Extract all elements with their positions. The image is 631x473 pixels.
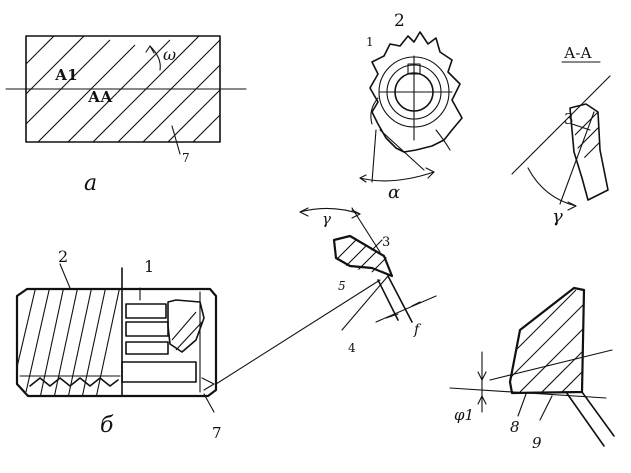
part-7-label-a: 7 [182,151,190,165]
section-title: А-А [564,44,592,62]
cutter-outline [369,31,463,153]
leader-9 [539,395,553,421]
gamma-tooth-arrow-left [299,207,309,217]
f-dimension-line [375,295,437,323]
f-arrow-left [385,313,399,319]
view-b-number-7: 7 [212,424,222,442]
tooth-number-3: 3 [382,235,390,250]
cutter-end-view: α 1 2 [359,11,463,203]
gamma-arrow-section [567,201,577,211]
zone-a1-label: А1 [55,66,78,84]
zone-aa-label: АА [88,88,113,106]
gamma-tooth-arrow-right [351,209,361,219]
corner-base-line [449,387,607,399]
view-b-number-2: 2 [58,247,68,266]
gamma-tooth-arc [299,207,361,215]
alpha-arrow-right [425,167,435,179]
view-b-insert-hatch-1 [171,311,197,341]
corner-flank-2 [581,391,615,437]
tooth-gamma-label: γ [322,210,331,228]
tooth-f-label: f [413,322,422,338]
section-tooth-outline [569,103,609,201]
tooth-number-4: 4 [348,341,356,355]
leader-7-a [171,125,181,155]
gamma-arc-section [527,167,577,207]
phi1-arrow-bottom [477,395,487,405]
view-a-hatching [26,36,220,142]
cutter-number-1: 1 [366,35,374,49]
leader-3-tooth [371,239,383,251]
view-b-number-1: 1 [144,257,154,276]
omega-arc [149,45,161,71]
view-b-slot-2 [125,321,169,337]
cutter-tooth-left [370,97,379,125]
section-rake-line [559,111,595,205]
alpha-line-2 [379,129,425,171]
view-b-outline [15,287,218,398]
view-b-insert [167,299,205,353]
section-a-a: А-А γ 3 [511,44,611,227]
tooth-detail: 4 γ 3 5 f [299,207,437,355]
leader-3-section [571,123,591,131]
view-b-base [121,361,197,383]
corner-cut-line [489,349,613,381]
section-gamma-label: γ [552,206,563,227]
corner-insert-outline [508,286,586,395]
f-arrow-right [411,301,421,307]
tooth-flank-1 [387,275,413,323]
view-b-slot-3 [125,341,169,355]
alpha-label: α [388,182,400,203]
alpha-line-1 [371,129,377,183]
view-b-insert-hatch-2 [175,321,203,351]
phi1-arrow-top [477,371,487,381]
tooth-number-5: 5 [338,279,346,293]
figure-label-b: б [100,413,114,438]
corner-flank-1 [565,391,605,447]
cutter-number-2: 2 [394,11,405,31]
view-a: ω А1 АА 7 а [5,35,247,196]
leader-to-tooth-detail [215,279,381,385]
leader-8 [517,393,527,417]
leader-7-b [203,393,215,413]
cutter-tooth-right [435,129,451,151]
leader-2-b [59,263,71,289]
omega-arrow [145,45,155,54]
corner-detail: φ1 8 9 [449,286,615,452]
cutter-keyway [407,63,421,75]
view-b-hatching [17,289,121,396]
view-b-corner-marker [201,377,215,391]
corner-hatching [510,289,584,393]
alpha-arc [359,171,435,182]
section-number-3: 3 [564,110,574,128]
leader-4-tooth [341,275,389,331]
view-b-slot-1 [125,303,167,319]
view-b-zigzag [29,377,119,387]
corner-number-9: 9 [532,434,542,452]
figure-label-a: а [84,171,97,196]
alpha-arrow-left [359,174,367,183]
omega-label: ω [163,45,176,64]
corner-number-8: 8 [510,418,520,436]
section-flank-line [511,75,611,175]
corner-phi1-label: φ1 [454,406,474,424]
view-b: 1 2 7 б [15,247,222,442]
tooth-body [332,234,394,278]
